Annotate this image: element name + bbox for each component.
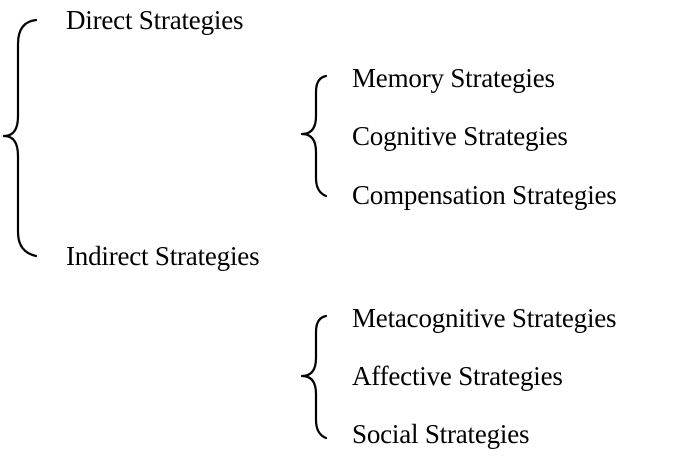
root-brace-icon (2, 18, 38, 258)
direct-strategies-brace-icon (300, 74, 328, 198)
group-label-direct-strategies: Direct Strategies (66, 5, 244, 35)
indirect-strategies-brace-icon (300, 314, 328, 440)
item-compensation-strategies: Compensation Strategies (352, 180, 617, 210)
item-social-strategies: Social Strategies (352, 419, 530, 449)
group-label-indirect-strategies: Indirect Strategies (66, 241, 260, 271)
item-affective-strategies: Affective Strategies (352, 361, 563, 391)
item-metacognitive-strategies: Metacognitive Strategies (352, 303, 617, 333)
item-memory-strategies: Memory Strategies (352, 63, 555, 93)
item-cognitive-strategies: Cognitive Strategies (352, 121, 568, 151)
